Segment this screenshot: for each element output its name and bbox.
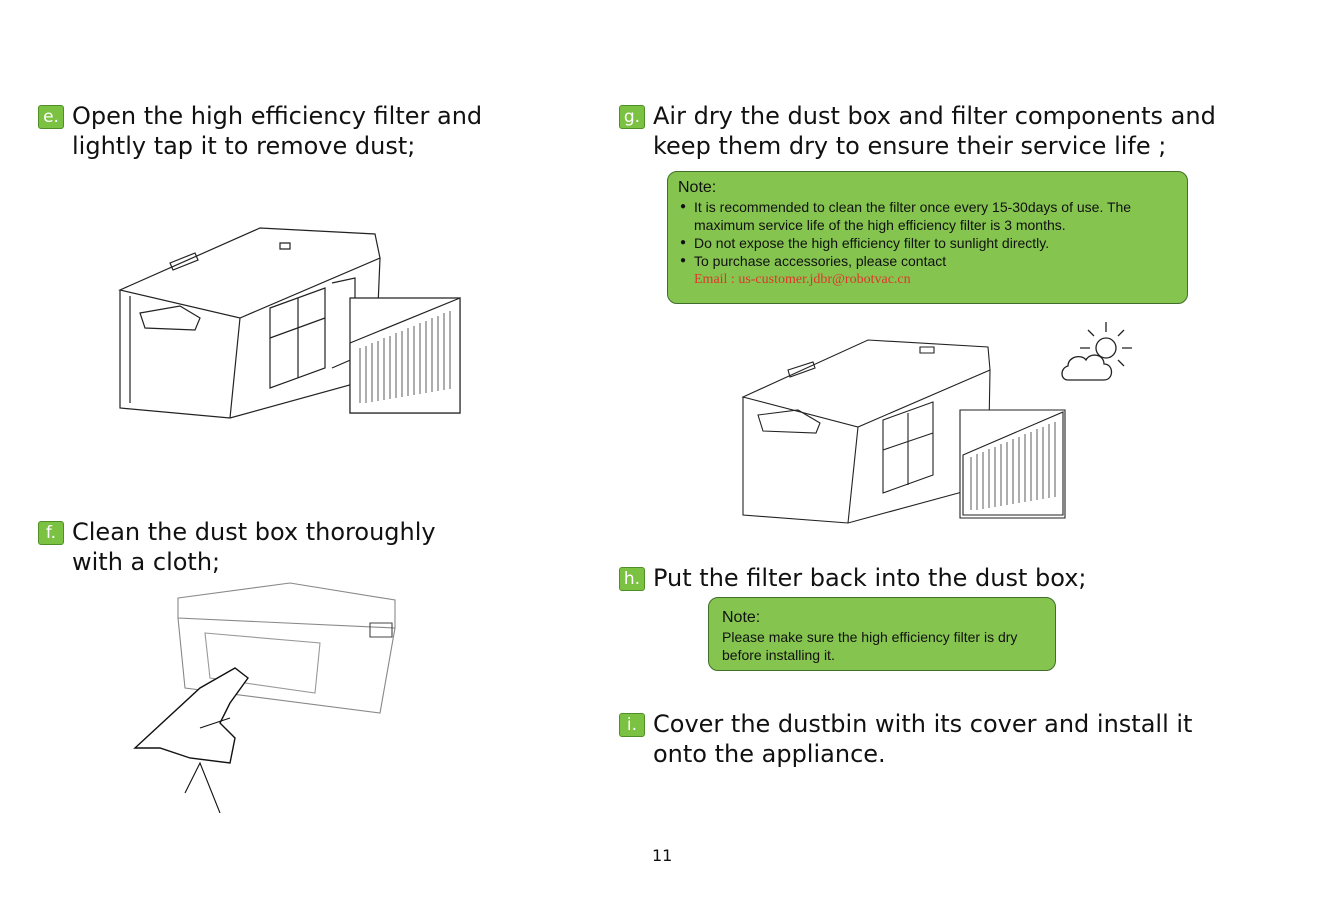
step-text-e: Open the high efficiency filter and ligh… (72, 102, 483, 160)
step-g: g. Air dry the dust box and filter compo… (619, 101, 1239, 161)
note-box-dry-filter: Note: Please make sure the high efficien… (708, 597, 1056, 671)
note-box-maintenance: Note: It is recommended to clean the fil… (667, 171, 1188, 304)
step-badge-f: f. (38, 521, 64, 545)
dust-box-drying-illustration (738, 335, 1073, 525)
support-email: Email : us-customer.jdbr@robotvac.cn (694, 272, 911, 287)
step-badge-e: e. (38, 105, 64, 129)
note-bullet-list: It is recommended to clean the filter on… (678, 198, 1177, 270)
note-bullet-1: It is recommended to clean the filter on… (678, 198, 1177, 234)
step-badge-i: i. (619, 713, 645, 737)
step-text-h: Put the filter back into the dust box; (653, 564, 1087, 592)
note-title: Note: (722, 609, 761, 626)
step-f: f. Clean the dust box thoroughly with a … (38, 517, 558, 577)
note-title: Note: (678, 179, 717, 196)
note-bullet-2: Do not expose the high efficiency filter… (678, 234, 1177, 252)
step-badge-h: h. (619, 567, 645, 591)
step-text-f: Clean the dust box thoroughly with a clo… (72, 518, 436, 576)
dust-box-with-filter-illustration (110, 218, 470, 428)
note-text: Please make sure the high efficiency fil… (722, 629, 1018, 663)
page-number: 11 (652, 846, 673, 865)
step-text-i: Cover the dustbin with its cover and ins… (653, 710, 1193, 768)
step-badge-g: g. (619, 105, 645, 129)
step-i: i. Cover the dustbin with its cover and … (619, 709, 1239, 769)
sun-cloud-icon (1058, 318, 1138, 384)
step-text-g: Air dry the dust box and filter componen… (653, 102, 1216, 160)
hand-cloth-cleaning-illustration (130, 578, 410, 813)
step-e: e. Open the high efficiency filter and l… (38, 101, 558, 161)
note-bullet-3: To purchase accessories, please contact (678, 252, 1177, 270)
step-h: h. Put the filter back into the dust box… (619, 563, 1239, 593)
